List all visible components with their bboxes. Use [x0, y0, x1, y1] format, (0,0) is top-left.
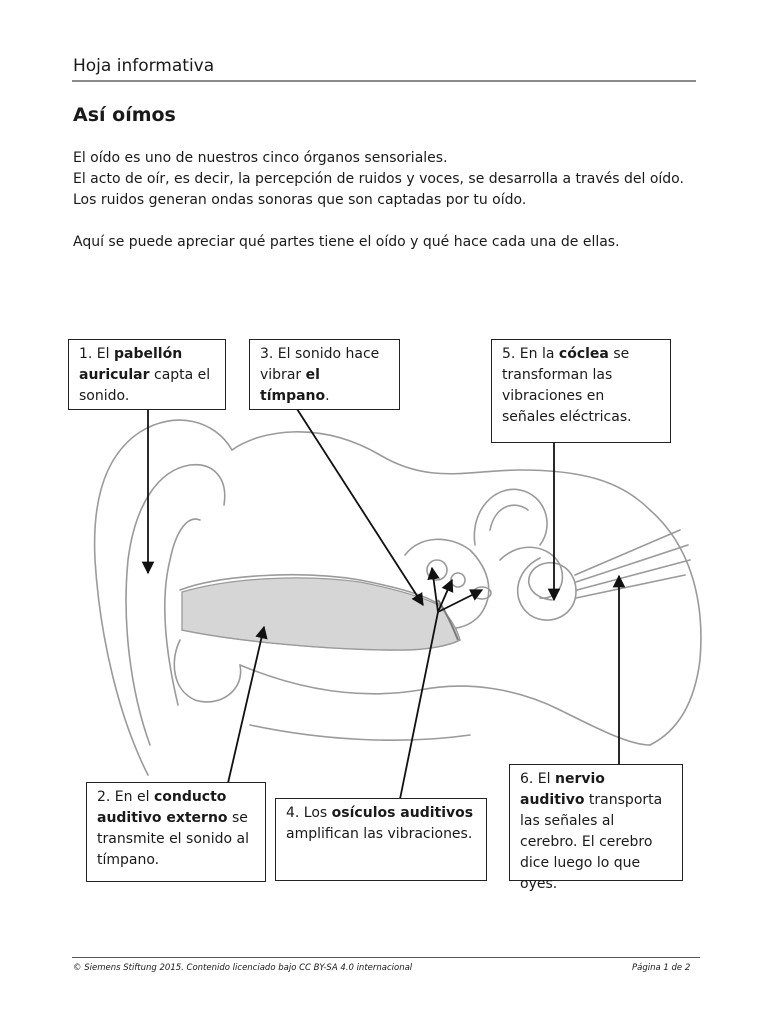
semicircular-canal-1: [473, 488, 548, 546]
intro-line-1: El oído es uno de nuestros cinco órganos…: [73, 150, 448, 166]
arrow-ossicles-stem: [399, 611, 439, 800]
auditory-nerve-fiber: [575, 574, 686, 599]
label-text: 3. El sonido hace vibrar: [260, 346, 380, 383]
label-box-ossicles: 4. Los osículos auditivos amplifican las…: [275, 798, 487, 881]
label-term: cóclea: [558, 346, 609, 362]
intro-text: El oído es uno de nuestros cinco órganos…: [73, 148, 703, 253]
label-term: osículos auditivos: [331, 805, 474, 821]
lower-contour: [249, 724, 471, 741]
auditory-nerve-fiber: [574, 529, 681, 576]
auditory-nerve-fiber: [576, 559, 691, 591]
label-text: 6. El: [520, 771, 555, 787]
header-title: Hoja informativa: [73, 56, 215, 76]
label-term: nervio auditivo: [520, 771, 605, 808]
ossicle: [450, 572, 466, 588]
footer-page-number: Página 1 de 2: [632, 963, 691, 973]
jaw-contour: [239, 664, 651, 746]
label-text: 5. En la: [502, 346, 559, 362]
semicircular-canal-2: [489, 504, 529, 531]
label-term: conducto auditivo externo: [97, 789, 228, 826]
footer-divider: [72, 957, 700, 958]
label-box-cochlea: 5. En la cóclea se transforman las vibra…: [491, 339, 671, 443]
arrow-eardrum: [296, 408, 424, 607]
label-text: transporta las señales al cerebro. El ce…: [520, 792, 663, 892]
footer-license: © Siemens Stiftung 2015. Contenido licen…: [73, 963, 413, 973]
ear-canal: [181, 577, 461, 651]
label-box-auditory-nerve: 6. El nervio auditivo transporta las señ…: [509, 764, 683, 892]
pinna-antihelix: [163, 518, 201, 706]
label-text: 4. Los: [286, 805, 332, 821]
intro-line-3: Los ruidos generan ondas sonoras que son…: [73, 192, 527, 208]
label-box-ear-canal: 2. En el conducto auditivo externo se tr…: [86, 782, 266, 882]
header-divider: [72, 80, 696, 82]
arrow-ossicle-2: [437, 578, 454, 613]
arrow-canal: [227, 625, 268, 784]
eardrum: [437, 599, 459, 641]
auditory-nerve-fiber: [575, 544, 689, 583]
ossicle: [426, 559, 448, 581]
label-text: se transmite el sonido al tímpano.: [97, 810, 250, 868]
label-text: 2. En el: [97, 789, 154, 805]
label-term: el tímpano: [260, 367, 326, 404]
arrow-ossicle-1: [427, 566, 440, 613]
label-text: capta el sonido.: [79, 367, 211, 404]
label-text: se transforman las vibraciones en señale…: [502, 346, 632, 425]
label-box-eardrum: 3. El sonido hace vibrar el tímpano.: [249, 339, 400, 410]
skull-contour: [231, 431, 702, 746]
label-box-pinna: 1. El pabellón auricular capta el sonido…: [68, 339, 226, 410]
pinna-inner-fold: [125, 463, 226, 746]
pinna-outline: [93, 419, 233, 776]
ear-lobe: [173, 639, 242, 703]
intro-line-4: Aquí se puede apreciar qué partes tiene …: [73, 234, 620, 250]
label-term: pabellón auricular: [79, 346, 183, 383]
intro-line-2: El acto de oír, es decir, la percepción …: [73, 171, 684, 187]
label-text: .: [325, 388, 330, 404]
arrow-ossicle-3: [437, 589, 484, 613]
page-title: Así oímos: [73, 104, 176, 126]
label-text: amplifican las vibraciones.: [286, 826, 473, 842]
label-text: 1. El: [79, 346, 114, 362]
cochlea-spiral: [516, 557, 577, 621]
